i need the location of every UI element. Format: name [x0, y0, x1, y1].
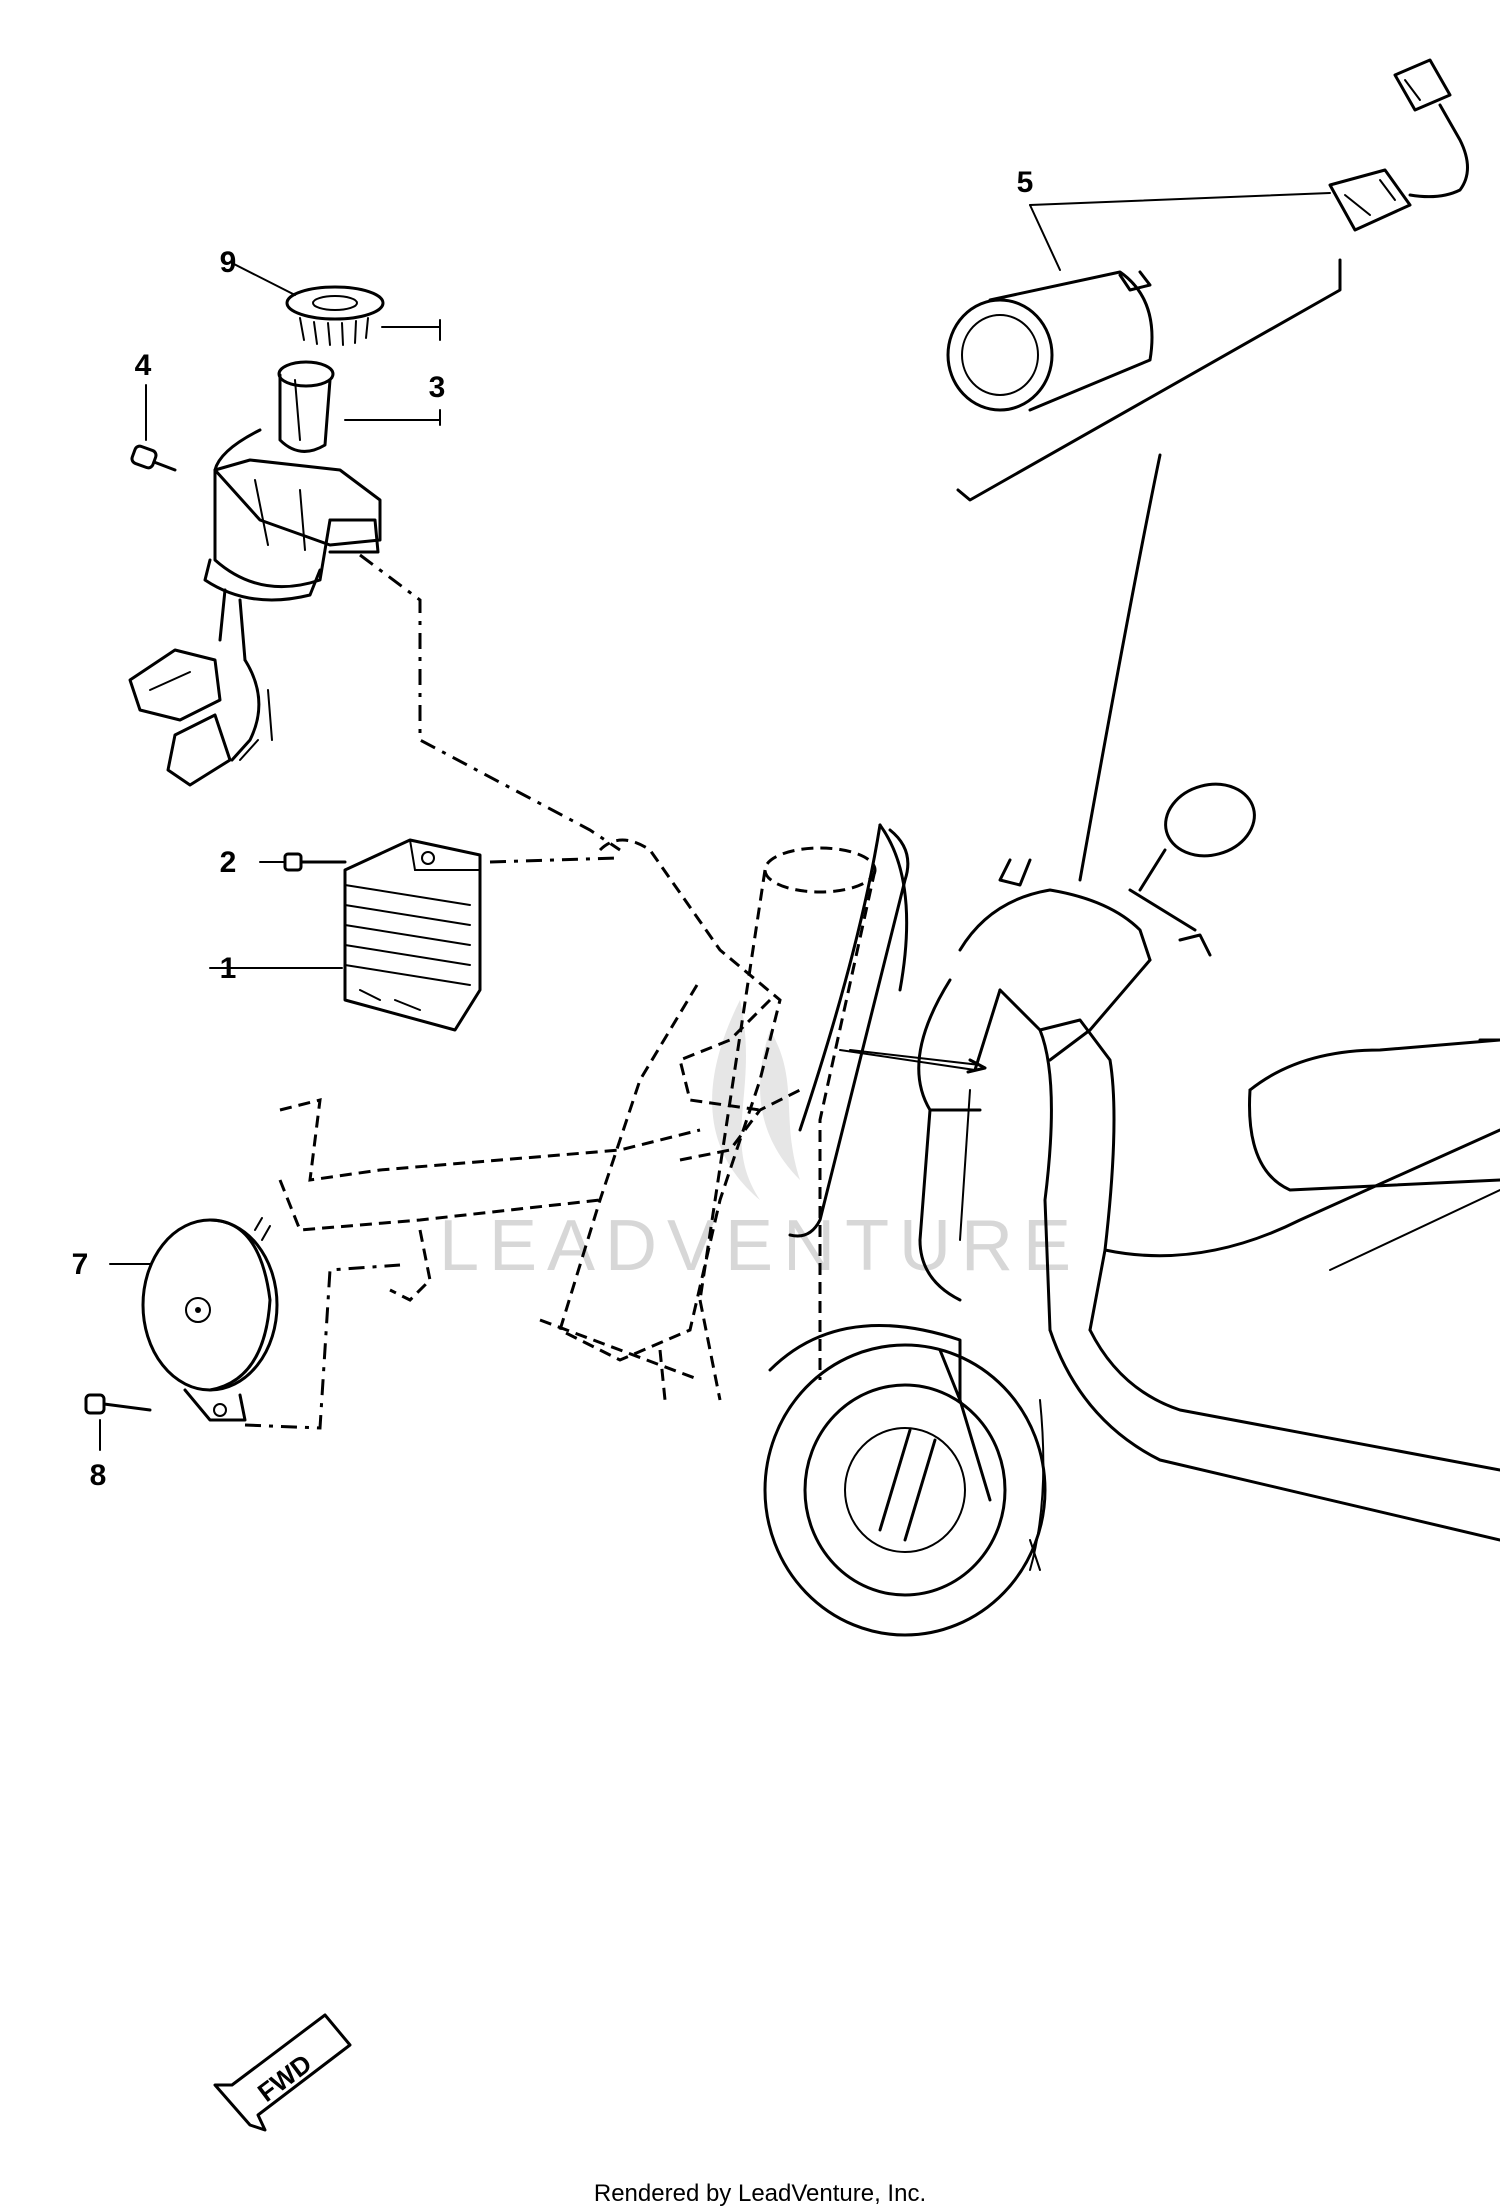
part-8-bolt: [84, 1393, 152, 1415]
part-5-connector: [1328, 58, 1469, 232]
part-4-screw: [130, 444, 177, 472]
part-3-main-switch: [128, 360, 382, 787]
callout-5: 5: [1017, 166, 1034, 199]
callout-7: 7: [72, 1248, 89, 1281]
part-1-regulator: [343, 838, 482, 1032]
part-2-bolt: [259, 852, 347, 872]
callout-9: 9: [220, 246, 237, 279]
watermark: LEADVENTURE: [439, 1000, 1081, 1286]
scooter-outline: [763, 782, 1500, 1637]
callout-4: 4: [135, 349, 152, 382]
callout-3: 3: [429, 371, 446, 404]
watermark-text: LEADVENTURE: [439, 1206, 1081, 1286]
fwd-arrow: FWD: [213, 2013, 352, 2132]
footer-credit: Rendered by LeadVenture, Inc.: [594, 2180, 926, 2207]
callout-1: 1: [220, 952, 237, 985]
callout-2: 2: [220, 846, 237, 879]
part-9-seal: [285, 285, 385, 346]
part-5-flasher-relay: [946, 270, 1154, 412]
part-7-horn: [141, 1217, 279, 1422]
callout-8: 8: [90, 1459, 107, 1492]
frame-outline: [278, 838, 877, 1401]
fwd-label: FWD: [252, 2048, 317, 2108]
